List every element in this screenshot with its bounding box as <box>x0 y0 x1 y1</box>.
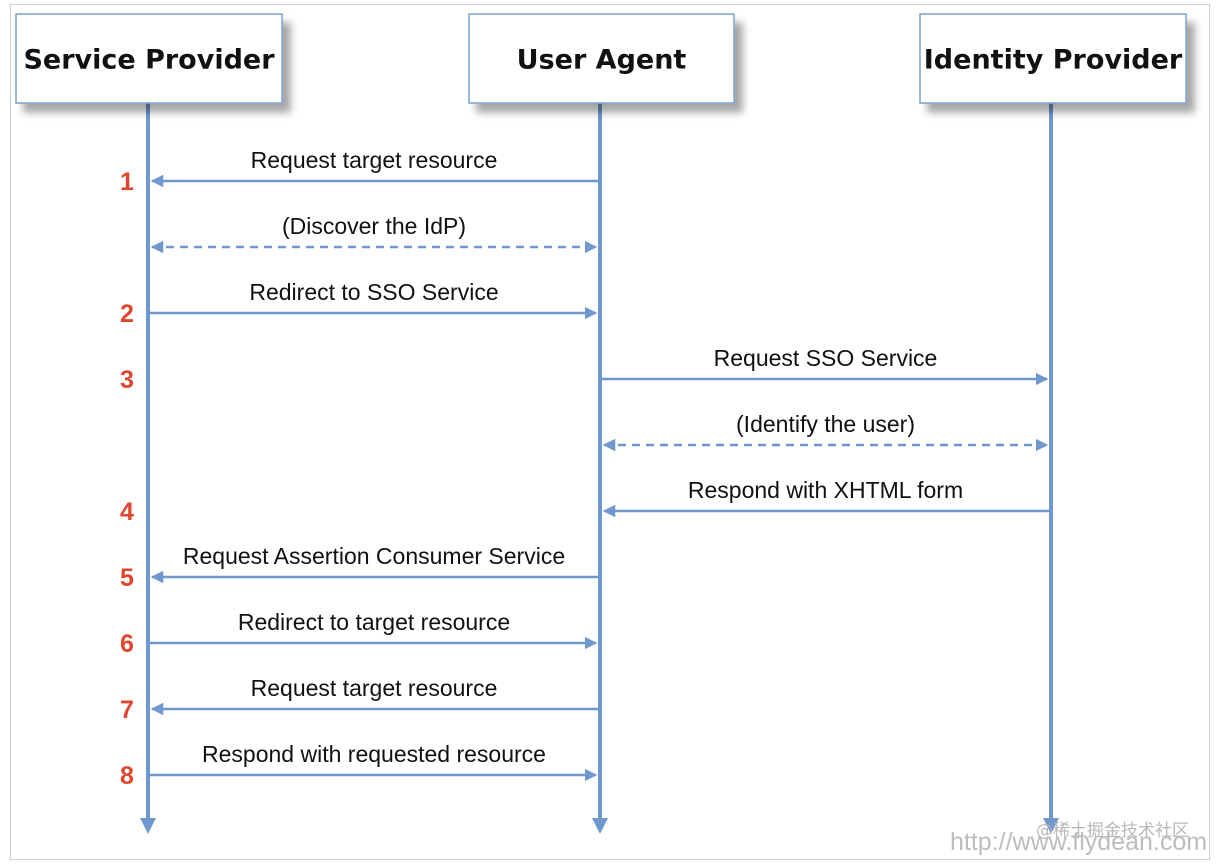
message-label: Request Assertion Consumer Service <box>183 543 565 569</box>
message-redirect-to-target-resource: Redirect to target resource 6 <box>120 609 598 658</box>
step-number-6: 6 <box>120 630 134 658</box>
actor-identity-provider: Identity Provider <box>919 13 1187 104</box>
message-request-target-resource: Request target resource 1 <box>120 147 600 196</box>
actor-box-user-agent <box>468 13 735 104</box>
actor-label-identity-provider: Identity Provider <box>924 45 1183 76</box>
message-identify-the-user: (Identify the user) <box>602 411 1049 452</box>
actor-box-service-provider <box>15 13 283 104</box>
step-number-4: 4 <box>120 498 134 526</box>
message-label: (Discover the IdP) <box>282 213 466 239</box>
actor-label-service-provider: Service Provider <box>23 45 275 76</box>
actor-box-identity-provider <box>919 13 1187 104</box>
actor-user-agent: User Agent <box>468 13 735 104</box>
message-label: Request target resource <box>251 675 498 701</box>
actor-label-user-agent: User Agent <box>517 45 687 76</box>
actor-service-provider: Service Provider <box>15 13 283 104</box>
message-request-sso-service: Request SSO Service 3 <box>120 345 1049 394</box>
message-request-assertion-consumer-service: Request Assertion Consumer Service 5 <box>120 543 600 592</box>
step-number-3: 3 <box>120 366 134 394</box>
message-label: Request target resource <box>251 147 498 173</box>
step-number-5: 5 <box>120 564 134 592</box>
diagram-frame <box>10 4 1210 860</box>
watermark-url-text: http://www.flydean.com <box>950 828 1207 856</box>
message-label: Respond with XHTML form <box>688 477 963 503</box>
message-redirect-to-sso-service: Redirect to SSO Service 2 <box>120 279 598 328</box>
step-number-8: 8 <box>120 762 134 790</box>
message-label: Respond with requested resource <box>202 741 546 767</box>
message-respond-with-xhtml-form: Respond with XHTML form 4 <box>120 477 1051 526</box>
watermark-community-text: @稀土掘金技术社区 <box>1036 821 1189 841</box>
step-number-1: 1 <box>120 168 134 196</box>
message-label: (Identify the user) <box>736 411 915 437</box>
message-label: Redirect to SSO Service <box>249 279 498 305</box>
message-respond-with-requested-resource: Respond with requested resource 8 <box>120 741 598 790</box>
step-number-7: 7 <box>120 696 134 724</box>
step-number-2: 2 <box>120 300 134 328</box>
message-label: Redirect to target resource <box>238 609 510 635</box>
message-discover-the-idp: (Discover the IdP) <box>150 213 598 254</box>
message-label: Request SSO Service <box>714 345 938 371</box>
message-request-target-resource: Request target resource 7 <box>120 675 600 724</box>
